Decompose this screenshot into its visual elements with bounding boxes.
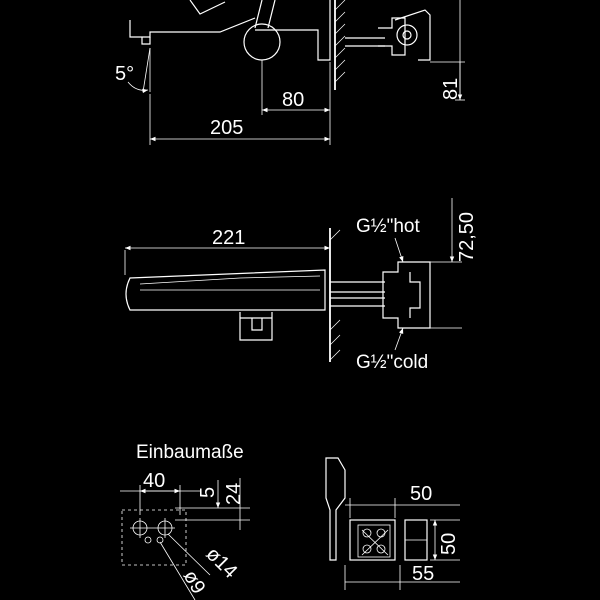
angle-label: 5° [115,63,134,85]
dim-81: 81 [440,78,462,100]
dim-40: 40 [143,470,165,492]
dim-80: 80 [282,89,304,111]
top-view: 221 72,50 G½"hot G½"cold [124,198,478,373]
box-view: 50 50 55 [325,457,460,590]
dim-50-side: 50 [438,533,460,555]
dim-55: 55 [412,563,434,585]
dim-72-50: 72,50 [456,212,478,262]
dim-50-top: 50 [410,483,432,505]
dim-24: 24 [223,483,245,505]
dim-205: 205 [210,117,243,139]
side-view: 5° 80 205 81 [115,0,465,145]
installation-title: Einbaumaße [136,442,244,463]
cold-connection-label: G½"cold [356,352,428,373]
installation-view: Einbaumaße 40 5 24 ø14 ø9 [120,442,250,600]
wall-hatch [334,0,346,83]
dim-phi9: ø9 [179,567,210,598]
hot-connection-label: G½"hot [356,216,421,237]
dim-5: 5 [197,487,219,498]
wall-hatch-top [329,229,341,361]
dim-phi14: ø14 [201,543,241,583]
dim-221: 221 [212,227,245,249]
